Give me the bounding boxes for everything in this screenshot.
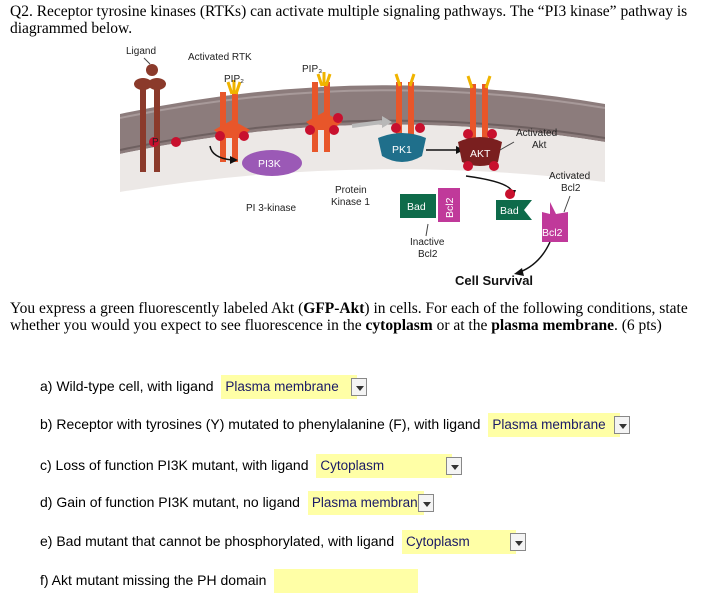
pk1-shape xyxy=(378,133,426,162)
rtk-to-pi3k-arrow xyxy=(209,145,233,161)
activated-rtk xyxy=(214,92,250,162)
protein-kinase-label-2: Kinase 1 xyxy=(331,197,370,208)
pi3-kinase-label: PI 3-kinase xyxy=(246,203,296,214)
akt-label: AKT xyxy=(470,148,491,160)
question-item-e: e) Bad mutant that cannot be phosphoryla… xyxy=(40,528,527,555)
answer-dropdown[interactable]: Cytoplasm xyxy=(316,454,463,479)
question-item-label: c) Loss of function PI3K mutant, with li… xyxy=(40,457,309,473)
pip3-label: PIP₃ xyxy=(302,64,322,75)
question-item-f: f) Akt mutant missing the PH domain xyxy=(40,567,419,594)
question-item-a: a) Wild-type cell, with ligand Plasma me… xyxy=(40,373,368,400)
pi3k-pathway-diagram: P PK1 AKT xyxy=(120,46,605,288)
answer-text-field[interactable] xyxy=(274,569,419,594)
inactive-bcl2-label-2: Bcl2 xyxy=(418,249,438,260)
question-item-label: a) Wild-type cell, with ligand xyxy=(40,378,214,394)
akt-to-bad-arrow xyxy=(465,175,513,193)
chevron-down-icon[interactable] xyxy=(351,378,368,397)
activated-rtk-label: Activated RTK xyxy=(188,52,252,63)
activated-bcl2-label-1: Activated xyxy=(549,171,590,182)
answer-dropdown[interactable]: Plasma membrane xyxy=(488,413,631,438)
activated-bcl2-label-2: Bcl2 xyxy=(561,183,581,194)
cell-survival-arrow xyxy=(519,241,551,273)
answer-dropdown[interactable]: Cytoplasm xyxy=(402,530,527,555)
phosphate-group xyxy=(149,137,181,147)
question-item-label: b) Receptor with tyrosines (Y) mutated t… xyxy=(40,416,481,432)
pip2-molecule xyxy=(226,80,242,95)
answer-dropdown[interactable]: Plasma membrane xyxy=(221,375,368,400)
phosphate-label: P xyxy=(152,137,159,148)
activated-akt-label-1: Activated xyxy=(516,128,557,139)
receptor-unbound xyxy=(134,64,166,172)
pk1-label: PK1 xyxy=(392,144,412,156)
question-item-label: e) Bad mutant that cannot be phosphoryla… xyxy=(40,533,395,549)
question-item-c: c) Loss of function PI3K mutant, with li… xyxy=(40,452,463,479)
ligand-label: Ligand xyxy=(126,46,156,57)
bad-label-2: Bad xyxy=(500,205,519,217)
answer-dropdown[interactable]: Plasma membrane xyxy=(307,491,434,516)
translocation-arrow xyxy=(351,120,383,128)
activated-akt-label-2: Akt xyxy=(532,140,547,151)
bad-box-phosphorylated xyxy=(496,200,532,220)
pip2-label: PIP₂ xyxy=(224,74,244,85)
question-intro: Q2. Receptor tyrosine kinases (RTKs) can… xyxy=(10,3,688,37)
question-item-label: d) Gain of function PI3K mutant, no liga… xyxy=(40,494,300,510)
cell-survival-label: Cell Survival xyxy=(455,273,533,288)
chevron-down-icon[interactable] xyxy=(510,533,527,552)
bad-box-inactive xyxy=(400,194,436,218)
question-item-b: b) Receptor with tyrosines (Y) mutated t… xyxy=(40,411,631,438)
chevron-down-icon[interactable] xyxy=(614,416,631,435)
pip3-receptor xyxy=(305,72,343,152)
akt-receptor xyxy=(463,75,497,140)
bad-label: Bad xyxy=(407,201,426,213)
ligand-shape xyxy=(146,64,158,76)
inactive-bcl2-label-1: Inactive xyxy=(410,237,445,248)
protein-kinase-label-1: Protein xyxy=(335,185,367,196)
chevron-down-icon[interactable] xyxy=(417,494,434,513)
pi3k-shape xyxy=(242,150,302,176)
akt-shape xyxy=(458,137,502,166)
pi3k-label: PI3K xyxy=(258,158,281,170)
chevron-down-icon[interactable] xyxy=(446,457,463,476)
bcl2-shape xyxy=(542,202,568,242)
question-item-label: f) Akt mutant missing the PH domain xyxy=(40,572,267,588)
bcl2-label: Bcl2 xyxy=(542,227,563,239)
bcl2-box-inactive xyxy=(438,188,460,222)
pk1-receptor xyxy=(391,73,425,142)
question-prompt: You express a green fluorescently labele… xyxy=(10,300,688,334)
bcl2-vertical-label: Bcl2 xyxy=(444,197,456,218)
question-item-d: d) Gain of function PI3K mutant, no liga… xyxy=(40,489,434,516)
